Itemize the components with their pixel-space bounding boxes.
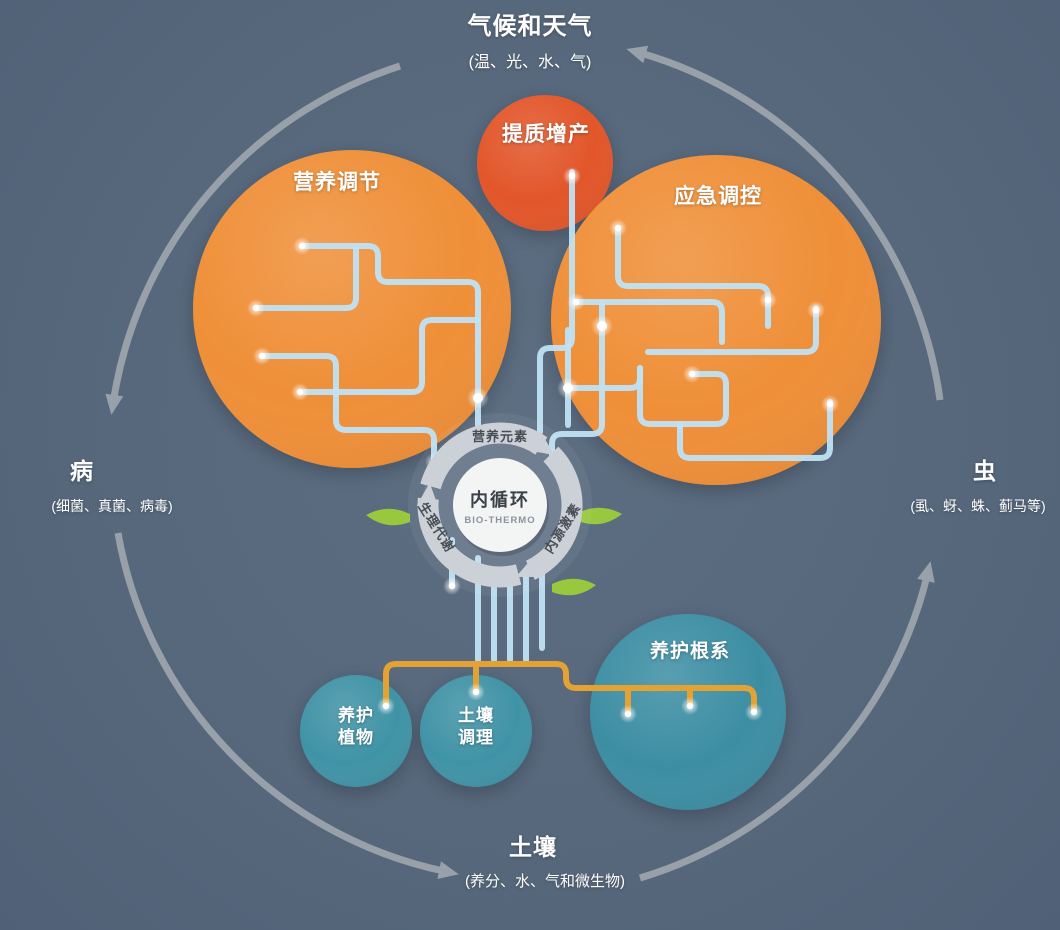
- label-emergency: 应急调控: [674, 185, 762, 208]
- ring-label-nutrient-elements: 营养元素: [472, 429, 528, 444]
- label-plant: 养护植物: [337, 706, 374, 748]
- cycle-arrow-disease-to-soil: [114, 532, 459, 880]
- leaf-icons: [366, 507, 622, 596]
- bubble-sheens: [193, 95, 881, 810]
- cycle-arrow-climate-to-disease: [105, 62, 402, 415]
- sublabel-climate: (温、光、水、气): [468, 54, 592, 71]
- node-dot: [683, 365, 701, 383]
- label-quality: 提质增产: [502, 123, 590, 146]
- node-dot-large: [557, 377, 579, 399]
- sublabel-insect: (虱、蚜、蛛、蓟马等): [910, 498, 1046, 514]
- node-dot: [291, 383, 309, 401]
- leaf-icon: [552, 578, 596, 596]
- node-dot: [247, 299, 265, 317]
- node-dot: [609, 219, 627, 237]
- ring-arrow-left: [416, 482, 522, 588]
- hub-circle: [453, 458, 547, 552]
- label-disease: 病: [70, 458, 94, 484]
- node-dot: [759, 291, 777, 309]
- leaf-icon: [366, 508, 410, 526]
- label-soil: 土壤: [509, 834, 557, 860]
- sublabel-disease: (细菌、真菌、病毒): [51, 498, 173, 514]
- ring-arrow-right: [515, 446, 583, 580]
- hub-title: 内循环: [470, 489, 530, 510]
- sublabel-soil: (养分、水、气和微生物): [465, 873, 625, 890]
- node-dot: [443, 577, 461, 595]
- label-insect: 虫: [973, 458, 997, 484]
- node-dot-amber: [377, 697, 395, 715]
- node-dot-amber: [619, 705, 637, 723]
- cycle-arrow-insect-to-climate: [626, 45, 944, 401]
- node-dot-amber: [467, 683, 485, 701]
- node-dot: [567, 293, 585, 311]
- node-dot-amber: [681, 697, 699, 715]
- hub-subtitle: BIO-THERMO: [464, 515, 535, 526]
- cycle-arrow-soil-to-insect: [638, 561, 935, 882]
- hub-cycle-ring: [416, 422, 583, 588]
- node-dot: [821, 395, 839, 413]
- label-nutrition: 营养调节: [293, 171, 381, 194]
- node-dot-large: [591, 315, 613, 337]
- node-dot: [807, 301, 825, 319]
- circuit-node-dots: [247, 167, 839, 723]
- label-soil-conditioning: 土壤调理: [457, 706, 494, 748]
- label-climate: 气候和天气: [467, 13, 593, 40]
- outer-cycle-arrows: [105, 45, 944, 882]
- node-dot-large: [467, 387, 489, 409]
- leaf-icon: [578, 507, 622, 525]
- label-roots: 养护根系: [649, 641, 731, 662]
- node-dot: [563, 167, 581, 185]
- node-dot-amber: [745, 703, 763, 721]
- ring-arrow-top: [420, 422, 555, 490]
- hub: 营养元素 生理代谢 内源激素 内循环 BIO-THERMO: [408, 413, 592, 597]
- node-dot: [253, 347, 271, 365]
- node-dot: [293, 237, 311, 255]
- circuit-traces-blue: [253, 169, 833, 667]
